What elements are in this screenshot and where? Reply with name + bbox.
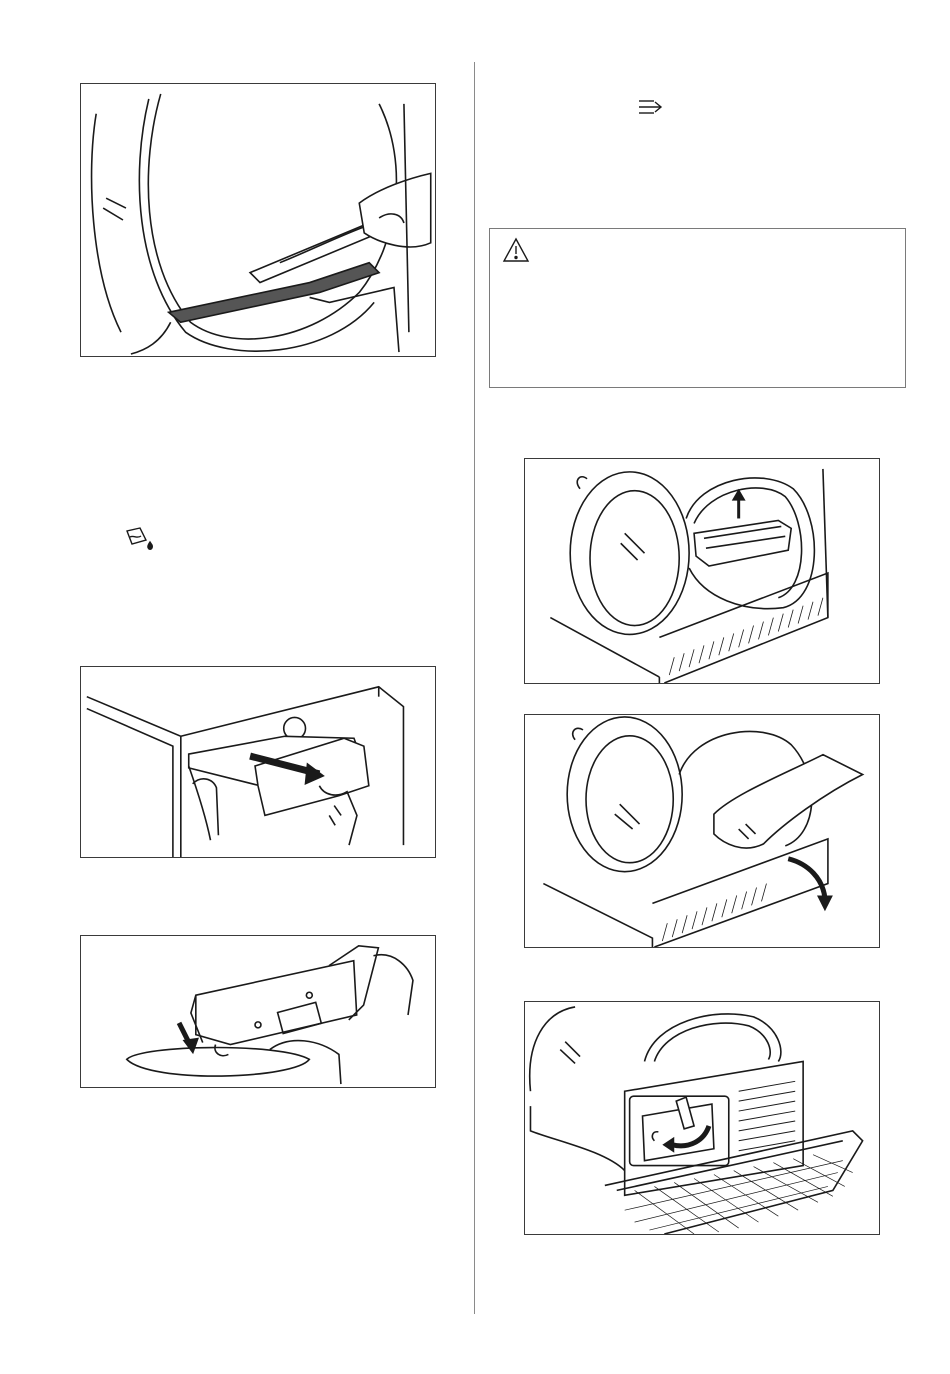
filter-arrows-icon <box>636 98 666 116</box>
drain-water-illustration <box>81 936 435 1087</box>
brush-cleaning-illustration <box>81 84 435 356</box>
fig-pull-water-container <box>80 666 436 858</box>
fig-drain-water-container <box>80 935 436 1088</box>
filter-lift-illustration <box>525 459 879 683</box>
drawer-pull-illustration <box>81 667 435 857</box>
water-container-icon <box>124 526 156 552</box>
fig-clean-door-filter-seal <box>80 83 436 357</box>
fig-open-condenser-cover <box>524 714 880 948</box>
lever-turn-illustration <box>525 1002 879 1234</box>
warning-box <box>489 228 906 388</box>
fig-remove-filter <box>524 458 880 684</box>
fig-unlock-condenser <box>524 1001 880 1235</box>
cover-open-illustration <box>525 715 879 947</box>
column-divider <box>474 62 475 1314</box>
warning-triangle-icon <box>502 237 530 263</box>
